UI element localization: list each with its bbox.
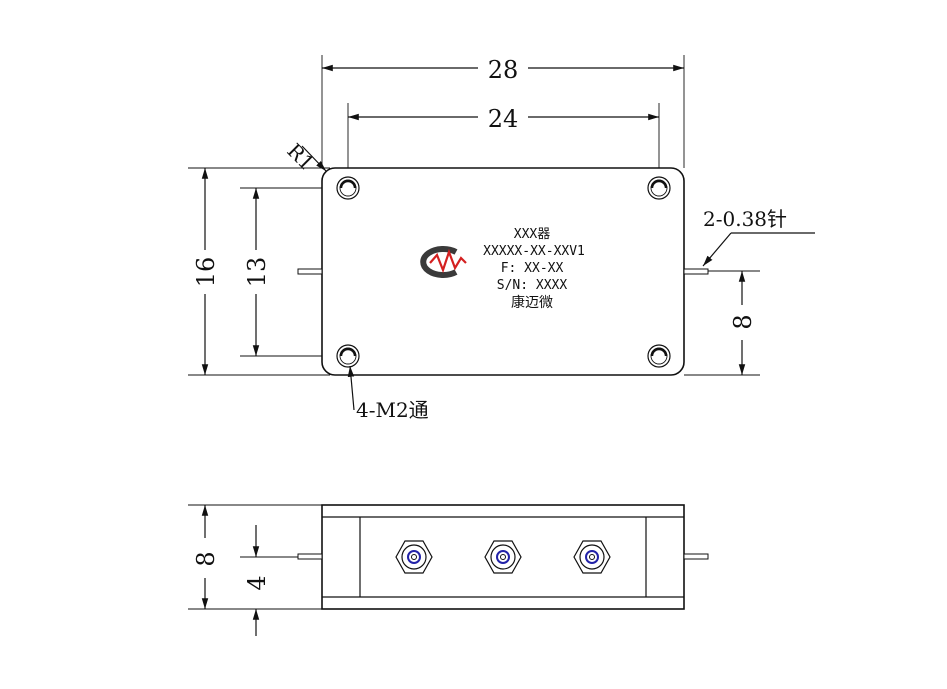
side-dim-height: 8 xyxy=(192,551,220,566)
pin-leader xyxy=(702,232,732,267)
connector-2 xyxy=(484,540,522,574)
nameplate-line3: F: XX-XX xyxy=(501,261,564,276)
pin-left xyxy=(297,268,323,275)
side-pin-left xyxy=(297,553,323,560)
dim-pin-height: 8 xyxy=(729,314,757,329)
hole-leader xyxy=(347,365,355,411)
module-body-side xyxy=(321,504,685,610)
dim-overall-height: 16 xyxy=(192,257,220,288)
mounting-hole-br xyxy=(647,344,671,368)
mounting-hole-tr xyxy=(647,176,671,200)
top-view: 28 24 R1 16 13 xyxy=(188,55,815,422)
mounting-hole-tl xyxy=(336,176,360,200)
nameplate-line5: 康迈微 xyxy=(511,294,553,311)
side-dim-pin-height: 4 xyxy=(243,575,271,590)
hole-callout: 4-M2通 xyxy=(356,398,429,422)
company-logo xyxy=(420,246,467,278)
nameplate-line1: XXX器 xyxy=(514,227,550,242)
pin-right xyxy=(683,268,709,275)
dim-overall-width: 28 xyxy=(488,56,519,84)
nameplate-line2: XXXXX-XX-XXV1 xyxy=(483,244,585,259)
pin-callout: 2-0.38针 xyxy=(703,207,787,231)
dim-corner-radius: R1 xyxy=(282,139,319,176)
radius-leader xyxy=(301,145,327,172)
nameplate-line4: S/N: XXXX xyxy=(497,278,568,293)
dim-hole-spacing-x: 24 xyxy=(488,105,519,133)
side-pin-right xyxy=(683,553,709,560)
dim-hole-spacing-y: 13 xyxy=(243,257,271,288)
connector-3 xyxy=(573,540,611,574)
connector-1 xyxy=(395,540,433,574)
side-view: 8 4 xyxy=(188,504,709,636)
